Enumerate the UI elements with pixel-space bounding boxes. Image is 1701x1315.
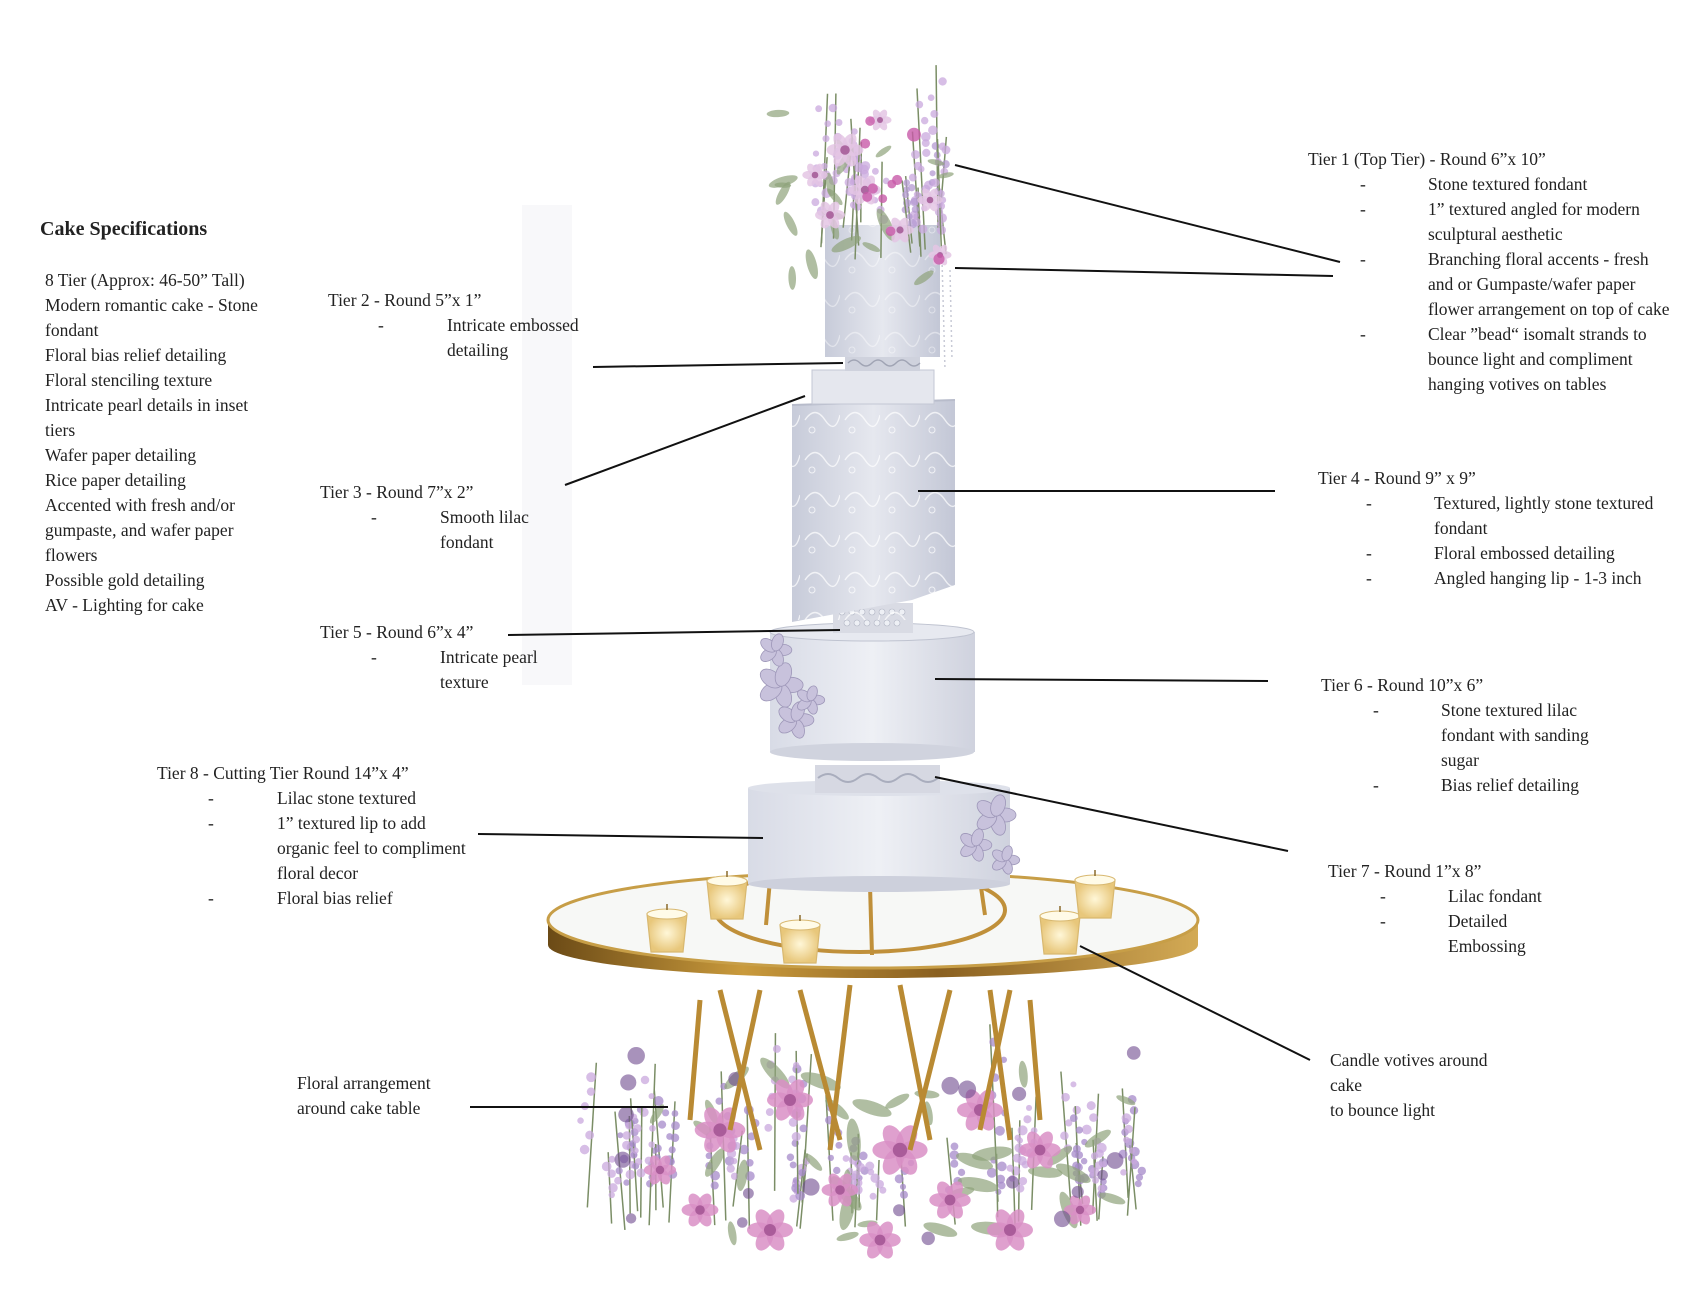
tier-point-text: Textured, lightly stone textured fondant	[1434, 493, 1654, 538]
tier-6-note: Tier 6 - Round 10”x 6” - Stone textured li…	[1321, 673, 1616, 798]
bullet-dash: -	[371, 647, 377, 667]
tier-5-note: Tier 5 - Round 6”x 4” - Intricate pearl te…	[320, 620, 560, 695]
tier-title: Tier 3 - Round 7”x 2”	[320, 482, 474, 502]
tier-title: Tier 5 - Round 6”x 4”	[320, 622, 474, 642]
bullet-dash: -	[1360, 174, 1366, 194]
bullet-dash: -	[208, 813, 214, 833]
tier-point-text: Angled hanging lip - 1-3 inch	[1434, 568, 1642, 588]
tier-point: - Lilac fondant	[1380, 884, 1558, 909]
candle-note-line-1: Candle votives around cake	[1330, 1050, 1488, 1095]
spec-item: Modern romantic cake - Stone fondant	[45, 295, 258, 340]
tier-point-text: Intricate embossed detailing	[447, 315, 579, 360]
tier-8-note: Tier 8 - Cutting Tier Round 14”x 4” - Lila…	[157, 761, 477, 911]
tier-point: - Angled hanging lip - 1-3 inch	[1366, 566, 1679, 591]
tier-point-text: 1” textured angled for modern sculptural…	[1428, 199, 1640, 244]
bullet-dash: -	[1366, 568, 1372, 588]
tier-2-note: Tier 2 - Round 5”x 1” - Intricate embossed…	[328, 288, 597, 363]
spec-item: Floral stenciling texture	[45, 370, 213, 390]
spec-item: Possible gold detailing	[45, 570, 205, 590]
tier-point: - 1” textured lip to add organic feel to …	[208, 811, 477, 886]
tier-point: - Branching floral accents - fresh and or…	[1360, 247, 1673, 322]
tier-point-text: Floral bias relief	[277, 888, 393, 908]
tier-point-text: Stone textured fondant	[1428, 174, 1588, 194]
tier-point: - Lilac stone textured	[208, 786, 477, 811]
tier-point-text: Stone textured lilac fondant with sandin…	[1441, 700, 1589, 770]
bullet-dash: -	[1380, 886, 1386, 906]
spec-item: Rice paper detailing	[45, 470, 186, 490]
tier-point: - Bias relief detailing	[1373, 773, 1616, 798]
tier-point: - Floral embossed detailing	[1366, 541, 1679, 566]
bullet-dash: -	[1373, 700, 1379, 720]
spec-item: AV - Lighting for cake	[45, 595, 204, 615]
tier-points: - Lilac stone textured - 1” textured lip to…	[157, 786, 477, 911]
tier-point: - Stone textured fondant	[1360, 172, 1673, 197]
tier-point: - Detailed Embossing	[1380, 909, 1558, 959]
tier-1-note: Tier 1 (Top Tier) - Round 6”x 10” - Stone …	[1308, 147, 1673, 397]
spec-item: Wafer paper detailing	[45, 445, 197, 465]
tier-title: Tier 4 - Round 9” x 9”	[1318, 468, 1476, 488]
bullet-dash: -	[1380, 911, 1386, 931]
tier-point-text: Detailed Embossing	[1448, 911, 1526, 956]
tier-point: - Clear ”bead“ isomalt strands to bounce …	[1360, 322, 1673, 397]
bullet-dash: -	[1366, 543, 1372, 563]
specs-list: 8 Tier (Approx: 46-50” Tall) Modern roman…	[45, 268, 275, 618]
bullet-dash: -	[1360, 199, 1366, 219]
tier-points: - Smooth lilac fondant	[320, 505, 550, 555]
sugar-flowers	[759, 633, 1021, 875]
tier-7-note: Tier 7 - Round 1”x 8” - Lilac fondant - Deta…	[1328, 859, 1558, 959]
spec-item: Intricate pearl details in inset tiers	[45, 395, 249, 440]
tier-point: - Stone textured lilac fondant with sandi…	[1373, 698, 1616, 773]
tier-point-text: Floral embossed detailing	[1434, 543, 1615, 563]
tier-point: - Smooth lilac fondant	[371, 505, 550, 555]
tier-3-note: Tier 3 - Round 7”x 2” - Smooth lilac fonda…	[320, 480, 550, 555]
tier-title: Tier 1 (Top Tier) - Round 6”x 10”	[1308, 149, 1546, 169]
tier-point-text: Bias relief detailing	[1441, 775, 1580, 795]
tier-point: - Textured, lightly stone textured fondan…	[1366, 491, 1679, 541]
table-legs	[687, 984, 1043, 1151]
top-floral-arrangement	[766, 65, 954, 290]
tier-point: - Intricate embossed detailing	[378, 313, 597, 363]
bullet-dash: -	[1366, 493, 1372, 513]
candle-votives	[646, 870, 1116, 964]
tier-title: Tier 7 - Round 1”x 8”	[1328, 861, 1482, 881]
tier-point: - Floral bias relief	[208, 886, 477, 911]
tier-points: - Intricate pearl texture	[320, 645, 560, 695]
tier-point: - Intricate pearl texture	[371, 645, 560, 695]
bullet-dash: -	[371, 507, 377, 527]
tier-points: - Stone textured lilac fondant with sandi…	[1321, 698, 1616, 798]
floral-arrangement-note: Floral arrangement around cake table	[297, 1073, 431, 1118]
tier-point-text: Smooth lilac fondant	[440, 507, 529, 552]
candle-note-line-2: to bounce light	[1330, 1100, 1435, 1120]
tier-point-text: Lilac stone textured	[277, 788, 416, 808]
candle-votives-note: Candle votives around cake to bounce lig…	[1330, 1048, 1505, 1123]
tier-points: - Lilac fondant - Detailed Embossing	[1328, 884, 1558, 959]
tier-title: Tier 6 - Round 10”x 6”	[1321, 675, 1484, 695]
bullet-dash: -	[208, 788, 214, 808]
specs-title: Cake Specifications	[40, 218, 208, 240]
tier-title: Tier 2 - Round 5”x 1”	[328, 290, 482, 310]
tier-4-note: Tier 4 - Round 9” x 9” - Textured, lightly…	[1318, 466, 1679, 591]
spec-item: Floral bias relief detailing	[45, 345, 227, 365]
bullet-dash: -	[1373, 775, 1379, 795]
tier-points: - Intricate embossed detailing	[328, 313, 597, 363]
tier-point-text: Lilac fondant	[1448, 886, 1542, 906]
tier-points: - Stone textured fondant - 1” textured angl…	[1308, 172, 1673, 397]
leader-lines	[470, 164, 1341, 1108]
tier-point: - 1” textured angled for modern sculptura…	[1360, 197, 1673, 247]
tier-point-text: Clear ”bead“ isomalt strands to bounce l…	[1428, 324, 1647, 394]
bullet-dash: -	[208, 888, 214, 908]
tier-point-text: 1” textured lip to add organic feel to c…	[277, 813, 466, 883]
tier-points: - Textured, lightly stone textured fondan…	[1318, 491, 1679, 591]
floral-arrangement	[577, 1024, 1147, 1259]
cake-tiers	[748, 225, 1010, 892]
tier-title: Tier 8 - Cutting Tier Round 14”x 4”	[157, 763, 409, 783]
tier-point-text: Branching floral accents - fresh and or …	[1428, 249, 1670, 319]
spec-item: 8 Tier (Approx: 46-50” Tall)	[45, 270, 245, 290]
spec-item: Accented with fresh and/or gumpaste, and…	[45, 495, 235, 565]
bullet-dash: -	[1360, 324, 1366, 344]
bullet-dash: -	[1360, 249, 1366, 269]
tier-point-text: Intricate pearl texture	[440, 647, 538, 692]
bullet-dash: -	[378, 315, 384, 335]
